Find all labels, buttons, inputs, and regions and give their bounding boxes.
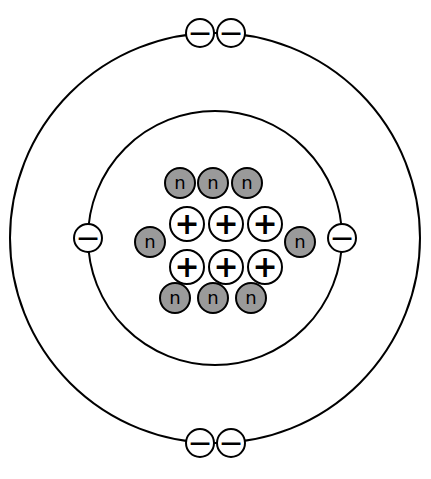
electron-symbol: −: [75, 223, 100, 253]
proton-circle: [209, 250, 243, 284]
neutron-symbol: n: [169, 289, 180, 307]
neutron-particle: n: [159, 282, 191, 314]
neutron-circle: [285, 227, 315, 257]
proton-particle: +: [169, 206, 205, 242]
electron-circle: [186, 19, 214, 47]
electron-particle: −: [185, 428, 215, 458]
neutron-particle: n: [134, 226, 166, 258]
neutron-circle: [236, 283, 266, 313]
electron-symbol: −: [187, 428, 212, 458]
electron-circle: [217, 19, 245, 47]
electron-symbol: −: [218, 18, 243, 48]
proton-circle: [248, 250, 282, 284]
proton-circle: [170, 250, 204, 284]
neutron-circle: [160, 283, 190, 313]
proton-symbol: +: [213, 209, 238, 239]
neutron-symbol: n: [207, 174, 218, 192]
electron-circle: [328, 224, 356, 252]
neutron-circle: [198, 168, 228, 198]
electron-symbol: −: [329, 223, 354, 253]
neutron-particle: n: [197, 167, 229, 199]
proton-particle: +: [169, 249, 205, 285]
neutron-symbol: n: [207, 289, 218, 307]
electron-particle: −: [216, 428, 246, 458]
proton-particle: +: [247, 249, 283, 285]
proton-particle: +: [247, 206, 283, 242]
neutron-circle: [232, 168, 262, 198]
neutron-particle: n: [235, 282, 267, 314]
neutron-particle: n: [231, 167, 263, 199]
electron-particle: −: [185, 18, 215, 48]
electron-symbol: −: [218, 428, 243, 458]
proton-symbol: +: [174, 252, 199, 282]
neutron-symbol: n: [144, 233, 155, 251]
electron-particle: −: [327, 223, 357, 253]
neutron-circle: [165, 168, 195, 198]
neutron-symbol: n: [241, 174, 252, 192]
proton-symbol: +: [213, 252, 238, 282]
inner-shell: [88, 111, 342, 365]
neutron-symbol: n: [174, 174, 185, 192]
proton-symbol: +: [174, 209, 199, 239]
electron-particle: −: [216, 18, 246, 48]
proton-circle: [170, 207, 204, 241]
proton-particle: +: [208, 249, 244, 285]
proton-symbol: +: [252, 252, 277, 282]
neutron-particle: n: [284, 226, 316, 258]
electron-particle: −: [73, 223, 103, 253]
electron-circle: [217, 429, 245, 457]
proton-symbol: +: [252, 209, 277, 239]
electron-circle: [186, 429, 214, 457]
electron-symbol: −: [187, 18, 212, 48]
neutron-circle: [198, 283, 228, 313]
proton-circle: [248, 207, 282, 241]
outer-shell: [10, 33, 420, 443]
neutron-particle: n: [164, 167, 196, 199]
neutron-symbol: n: [294, 233, 305, 251]
proton-particle: +: [208, 206, 244, 242]
proton-circle: [209, 207, 243, 241]
neutron-circle: [135, 227, 165, 257]
neutron-particle: n: [197, 282, 229, 314]
electron-circle: [74, 224, 102, 252]
neutron-symbol: n: [245, 289, 256, 307]
